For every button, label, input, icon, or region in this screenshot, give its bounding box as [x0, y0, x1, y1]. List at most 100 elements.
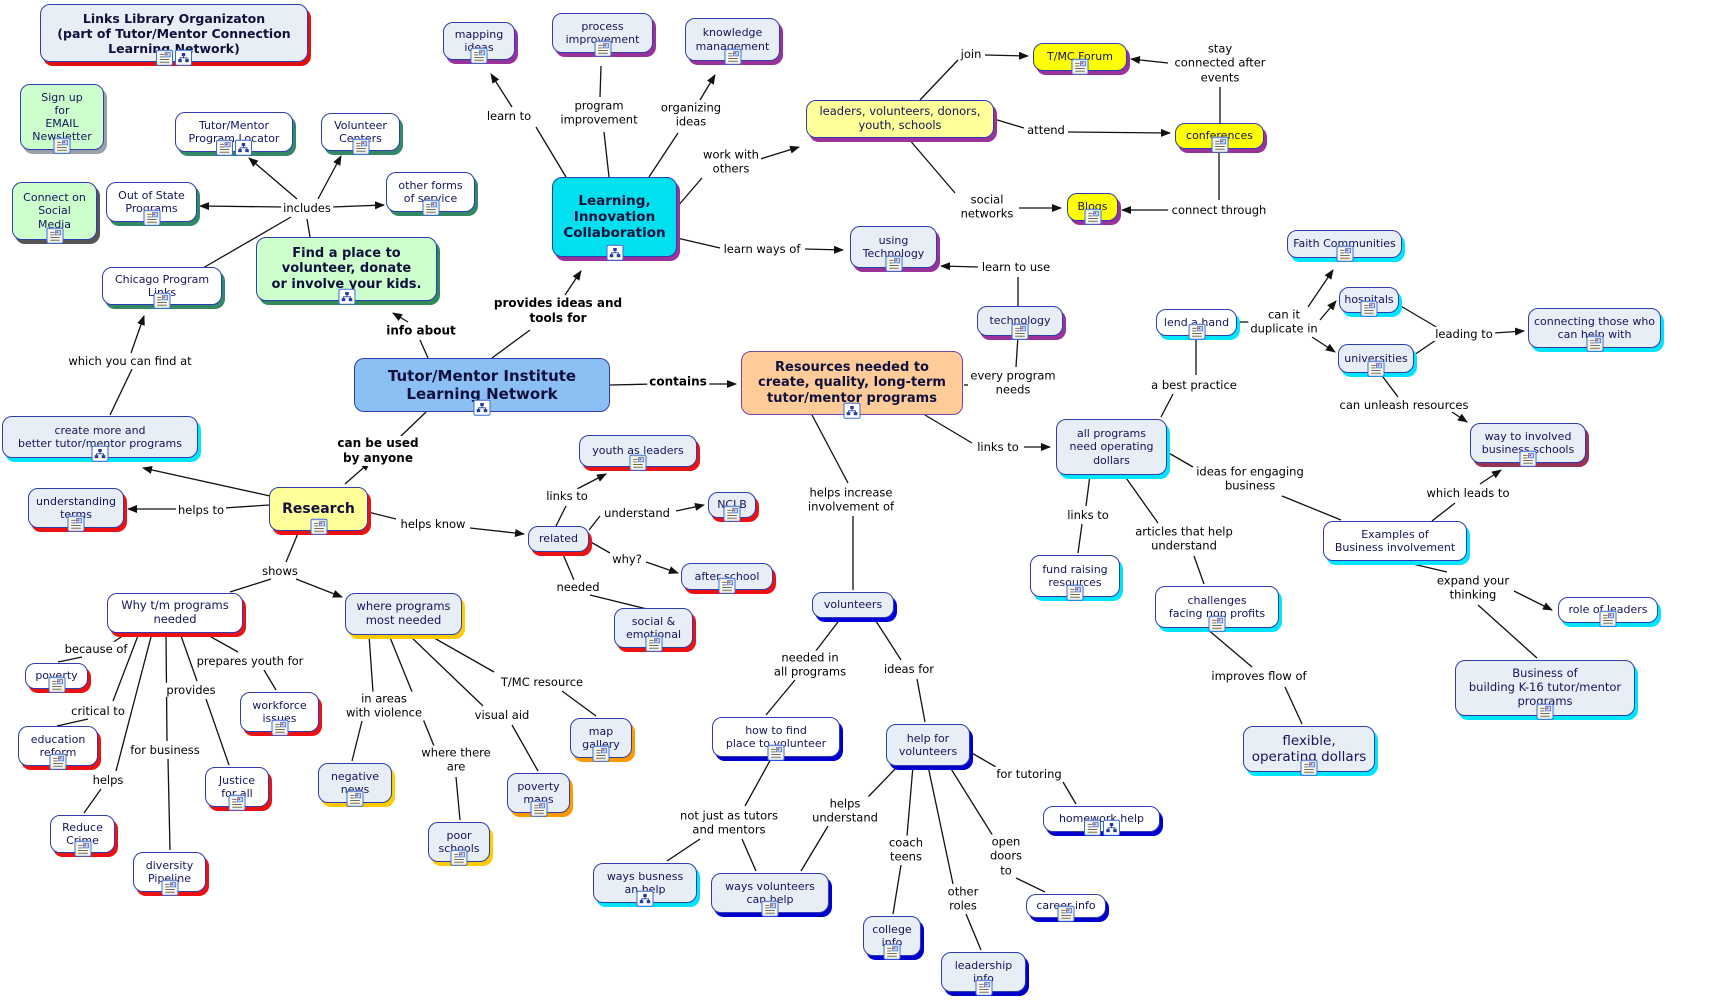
ways-busness-an-help-node[interactable]: ways busness an help	[593, 863, 697, 907]
document-resource-icon[interactable]	[470, 47, 488, 64]
fund-raising-resources-node[interactable]: fund raising resources	[1030, 555, 1120, 601]
document-resource-icon[interactable]	[346, 790, 364, 807]
learning-innovation-collaboration-node[interactable]: Learning, Innovation Collaboration	[552, 177, 677, 261]
hospitals-node[interactable]: hospitals	[1339, 287, 1399, 317]
document-resource-icon[interactable]	[885, 255, 902, 272]
out-of-state-programs-node[interactable]: Out of State Programs	[106, 182, 197, 226]
blogs-node[interactable]: Blogs	[1067, 193, 1118, 225]
volunteer-centers-node[interactable]: Volunteer Centers	[321, 113, 400, 155]
document-resource-icon[interactable]	[1084, 208, 1101, 225]
sitemap-resource-icon[interactable]	[843, 402, 861, 419]
way-to-involved-business-schools-node[interactable]: way to involved business schools	[1470, 423, 1586, 467]
document-resource-icon[interactable]	[1536, 703, 1554, 720]
sitemap-resource-icon[interactable]	[473, 399, 491, 416]
document-resource-icon[interactable]	[975, 979, 992, 996]
document-resource-icon[interactable]	[53, 137, 71, 154]
document-resource-icon[interactable]	[1360, 300, 1378, 317]
document-resource-icon[interactable]	[724, 48, 741, 65]
document-resource-icon[interactable]	[1519, 450, 1537, 467]
document-resource-icon[interactable]	[1208, 615, 1226, 632]
youth-as-leaders-node[interactable]: youth as leaders	[579, 435, 697, 471]
leadership-info-node[interactable]: leadership info	[941, 952, 1026, 996]
chicago-program-links-node[interactable]: Chicago Program Links	[102, 267, 222, 309]
process-improvement-node[interactable]: process improvement	[552, 13, 653, 57]
tutor-mentor-program-locator-node[interactable]: Tutor/Mentor Program Locator	[175, 112, 293, 156]
document-resource-icon[interactable]	[592, 745, 610, 762]
tmc-forum-node[interactable]: T/MC Forum	[1033, 43, 1127, 75]
document-resource-icon[interactable]	[629, 454, 647, 471]
document-resource-icon[interactable]	[1586, 335, 1603, 352]
volunteers-node[interactable]: volunteers	[812, 592, 894, 618]
sitemap-resource-icon[interactable]	[235, 139, 252, 156]
document-resource-icon[interactable]	[310, 518, 327, 535]
document-resource-icon[interactable]	[161, 879, 178, 896]
research-node[interactable]: Research	[269, 487, 368, 535]
poverty-node[interactable]: poverty	[25, 663, 88, 693]
flexible-operating-dollars-node[interactable]: flexible, operating dollars	[1243, 726, 1375, 776]
document-resource-icon[interactable]	[450, 849, 468, 866]
reduce-crime-node[interactable]: Reduce Crime	[50, 815, 115, 857]
social-emotional-node[interactable]: social & emotional	[614, 608, 693, 652]
homework-help-node[interactable]: homework help	[1043, 806, 1160, 836]
document-resource-icon[interactable]	[1057, 905, 1075, 922]
diversity-pipeline-node[interactable]: diversity Pipeline	[133, 852, 206, 896]
document-resource-icon[interactable]	[723, 505, 741, 522]
find-a-place-node[interactable]: Find a place to volunteer, donate or inv…	[256, 237, 437, 305]
how-to-find-place-to-volunteer-node[interactable]: how to find place to volunteer	[712, 717, 840, 761]
tutor-mentor-institute-node[interactable]: Tutor/Mentor Institute Learning Network	[354, 358, 610, 416]
sitemap-resource-icon[interactable]	[1102, 819, 1120, 836]
document-resource-icon[interactable]	[1336, 245, 1353, 262]
document-resource-icon[interactable]	[74, 840, 91, 857]
document-resource-icon[interactable]	[1300, 759, 1318, 776]
sitemap-resource-icon[interactable]	[91, 445, 109, 462]
business-of-building-k16-node[interactable]: Business of building K-16 tutor/mentor p…	[1455, 660, 1635, 720]
faith-communities-node[interactable]: Faith Communities	[1287, 230, 1402, 262]
document-resource-icon[interactable]	[1071, 58, 1089, 75]
after-school-node[interactable]: after school	[681, 563, 773, 594]
document-resource-icon[interactable]	[1011, 323, 1029, 340]
document-resource-icon[interactable]	[1211, 136, 1228, 153]
document-resource-icon[interactable]	[1367, 360, 1385, 377]
document-resource-icon[interactable]	[1599, 610, 1617, 627]
document-resource-icon[interactable]	[1188, 323, 1205, 340]
document-resource-icon[interactable]	[761, 900, 779, 917]
document-resource-icon[interactable]	[352, 138, 369, 155]
examples-of-business-involvement-node[interactable]: Examples of Business involvement	[1323, 521, 1467, 561]
sitemap-resource-icon[interactable]	[606, 244, 623, 261]
negative-news-node[interactable]: negative news	[318, 763, 392, 807]
create-more-better-programs-node[interactable]: create more and better tutor/mentor prog…	[2, 416, 198, 462]
workforce-issues-node[interactable]: workforce issues	[240, 692, 319, 736]
justice-for-all-node[interactable]: Justice for all	[205, 767, 269, 811]
leaders-volunteers-donors-node[interactable]: leaders, volunteers, donors, youth, scho…	[806, 100, 994, 138]
document-resource-icon[interactable]	[594, 40, 611, 57]
links-library-node[interactable]: Links Library Organizaton (part of Tutor…	[40, 4, 308, 66]
poverty-maps-node[interactable]: poverty maps	[507, 773, 570, 817]
document-resource-icon[interactable]	[1066, 584, 1084, 601]
document-resource-icon[interactable]	[46, 227, 63, 244]
why-tm-programs-needed-node[interactable]: Why t/m programs needed	[107, 593, 243, 633]
document-resource-icon[interactable]	[153, 292, 171, 309]
using-technology-node[interactable]: using Technology	[850, 226, 937, 272]
nclb-node[interactable]: NCLB	[708, 492, 756, 522]
document-resource-icon[interactable]	[883, 943, 901, 960]
document-resource-icon[interactable]	[530, 800, 547, 817]
document-resource-icon[interactable]	[422, 199, 439, 216]
document-resource-icon[interactable]	[48, 676, 65, 693]
universities-node[interactable]: universities	[1338, 344, 1414, 377]
map-gallery-node[interactable]: map gallery	[570, 718, 632, 762]
sitemap-resource-icon[interactable]	[636, 890, 654, 907]
connect-on-social-media-node[interactable]: Connect on Social Media	[12, 182, 97, 244]
poor-schools-node[interactable]: poor schools	[428, 822, 490, 866]
document-resource-icon[interactable]	[718, 577, 736, 594]
education-reform-node[interactable]: education reform	[18, 726, 98, 770]
ways-volunteers-can-help-node[interactable]: ways volunteers can help	[711, 873, 829, 917]
document-resource-icon[interactable]	[49, 753, 67, 770]
help-for-volunteers-node[interactable]: help for volunteers	[886, 724, 970, 766]
where-programs-most-needed-node[interactable]: where programs most needed	[345, 593, 462, 635]
career-info-node[interactable]: career info	[1026, 894, 1106, 922]
technology-node[interactable]: technology	[977, 306, 1063, 340]
document-resource-icon[interactable]	[143, 209, 160, 226]
understanding-terms-node[interactable]: understanding terms	[28, 488, 124, 532]
college-info-node[interactable]: college info	[863, 916, 921, 960]
document-resource-icon[interactable]	[216, 139, 233, 156]
